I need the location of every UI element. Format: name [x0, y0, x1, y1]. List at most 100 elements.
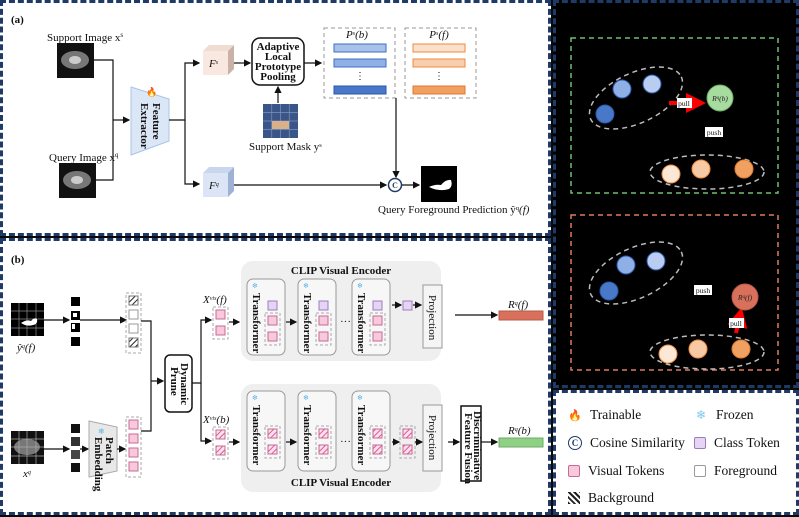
svg-text:Transformer: Transformer: [250, 293, 262, 353]
xvis-b-tokens: [212, 426, 229, 460]
prototype-node: [661, 164, 681, 184]
query-image-label: Query Image xq: [49, 151, 119, 164]
visual-token-icon: [568, 465, 580, 477]
svg-text:Feature Fusion: Feature Fusion: [462, 413, 474, 484]
svg-text:Dynamic: Dynamic: [178, 363, 190, 405]
xvis-f-label: Xvis(f): [202, 294, 227, 306]
rq-b-embedding: Rq(b): [498, 425, 544, 448]
svg-text:Local: Local: [265, 51, 291, 63]
snowflake-icon: ❄: [357, 394, 363, 402]
panel-b-diagram: (b) ŷq(f) xq ❄ Patch Embe: [11, 254, 544, 492]
flame-icon: 🔥: [568, 409, 582, 422]
svg-text:Feature: Feature: [150, 103, 162, 140]
support-image-label: Support Image xs: [47, 31, 123, 44]
patch-embedding: ❄ Patch Embedding: [88, 420, 118, 492]
svg-text:⋮: ⋮: [434, 71, 444, 82]
transformer-block: ❄ Transformer: [246, 390, 286, 472]
svg-text:Prototype: Prototype: [255, 61, 301, 73]
svg-text:Rq(b): Rq(b): [711, 94, 728, 103]
prototype-node: [612, 79, 632, 99]
rq-f-embedding: Rq(f): [498, 299, 544, 321]
svg-text:Discriminative: Discriminative: [471, 411, 483, 480]
background-prototypes: Ps(b) ⋮: [323, 27, 396, 99]
query-foreground-prediction-image: [421, 166, 457, 202]
legend-item-foreground: Foreground: [694, 463, 777, 479]
transformer-block: ❄ Transformer: [297, 278, 337, 356]
prototype-node: [691, 159, 711, 179]
yq-label: ŷq(f): [16, 342, 36, 354]
transformer-block: ❄ Transformer: [351, 390, 391, 472]
push-label: push: [696, 286, 710, 295]
rq-b-node: [706, 84, 734, 112]
projection-block: Projection: [422, 284, 443, 349]
prototype-node: [595, 104, 615, 124]
prototype-node: [688, 339, 708, 359]
svg-text:Projection: Projection: [426, 295, 438, 341]
clip-visual-encoder-bottom: CLIP Visual Encoder ❄ Transformer ❄ Tran…: [241, 384, 443, 492]
snowflake-icon: ❄: [303, 394, 309, 402]
svg-text:Extractor: Extractor: [138, 103, 150, 149]
prototype-node: [658, 344, 678, 364]
svg-text:Adaptive: Adaptive: [257, 41, 300, 53]
prototype-node: [734, 159, 754, 179]
rq-f-node: [731, 283, 759, 311]
svg-text:Prune: Prune: [168, 367, 180, 396]
cosine-similarity-icon: C: [568, 436, 582, 450]
adaptive-local-prototype-pooling: Adaptive Local Prototype Pooling: [251, 37, 305, 86]
support-feature-cube: Fs: [203, 45, 234, 75]
svg-text:Transformer: Transformer: [355, 405, 367, 465]
prediction-label: Query Foreground Prediction ŷq(f): [378, 204, 530, 216]
svg-text:Transformer: Transformer: [301, 293, 313, 353]
projection-block: Projection: [422, 404, 443, 472]
panel-a-prototype-pipeline: (a) Support Image xs Query Image xq 🔥 Fe…: [0, 0, 551, 236]
svg-text:Embedding: Embedding: [92, 437, 104, 492]
xvis-b-label: Xvis(b): [202, 414, 230, 426]
svg-text:Patch: Patch: [103, 437, 115, 464]
support-image: [57, 43, 94, 78]
xq-label: xq: [22, 468, 31, 480]
panel-c-contrastive-illustration: pull Rq(b) push push pull Rq(f): [553, 0, 799, 388]
legend-item-visual-tokens: Visual Tokens: [568, 463, 664, 479]
discriminative-feature-fusion: Discriminative Feature Fusion: [460, 405, 483, 484]
foreground-icon: [694, 465, 706, 477]
panel-b-label: (b): [11, 254, 25, 266]
snowflake-icon: ❄: [252, 394, 258, 402]
image-patches: [71, 424, 80, 472]
transformer-block: ❄ Transformer: [297, 390, 337, 472]
prototype-node: [616, 255, 636, 275]
svg-text:Projection: Projection: [426, 415, 438, 461]
dynamic-prune: Dynamic Prune: [164, 354, 193, 413]
query-image-grid: [11, 431, 44, 464]
push-label: push: [707, 128, 721, 137]
svg-text:⋮: ⋮: [355, 71, 365, 82]
snowflake-icon: ❄: [98, 427, 105, 436]
svg-text:Rq(f): Rq(f): [507, 299, 528, 311]
snowflake-icon: ❄: [695, 407, 707, 422]
class-token-icon: [694, 437, 706, 449]
svg-text:Ps(f): Ps(f): [428, 29, 449, 41]
svg-text:Fs: Fs: [208, 58, 219, 70]
query-image: [59, 163, 96, 198]
svg-text:Transformer: Transformer: [301, 405, 313, 465]
snowflake-icon: ❄: [252, 282, 258, 290]
legend-item-trainable: 🔥 Trainable: [568, 407, 642, 422]
svg-text:Pooling: Pooling: [260, 71, 296, 83]
prototype-node: [642, 74, 662, 94]
legend-item-class-token: Class Token: [694, 435, 780, 451]
background-contrast-box: pull Rq(b) push: [570, 37, 779, 194]
prototype-node: [599, 281, 619, 301]
legend: 🔥 Trainable ❄ Frozen C Cosine Similarity…: [553, 390, 799, 515]
snowflake-icon: ❄: [303, 282, 309, 290]
svg-text:CLIP Visual Encoder: CLIP Visual Encoder: [291, 265, 391, 277]
snowflake-icon: ❄: [357, 282, 363, 290]
svg-text:Rq(b): Rq(b): [507, 425, 531, 437]
panel-a-diagram: (a) Support Image xs Query Image xq 🔥 Fe…: [11, 14, 530, 216]
svg-text:···: ···: [340, 436, 351, 448]
foreground-contrast-box: push pull Rq(f): [570, 214, 779, 371]
flame-icon: 🔥: [146, 86, 157, 97]
svg-text:Rq(f): Rq(f): [737, 293, 753, 302]
legend-item-background: Background: [568, 490, 654, 506]
svg-text:···: ···: [340, 316, 351, 328]
panel-b-clip-pipeline: (b) ŷq(f) xq ❄ Patch Embe: [0, 238, 551, 515]
panel-a-label: (a): [11, 14, 24, 26]
